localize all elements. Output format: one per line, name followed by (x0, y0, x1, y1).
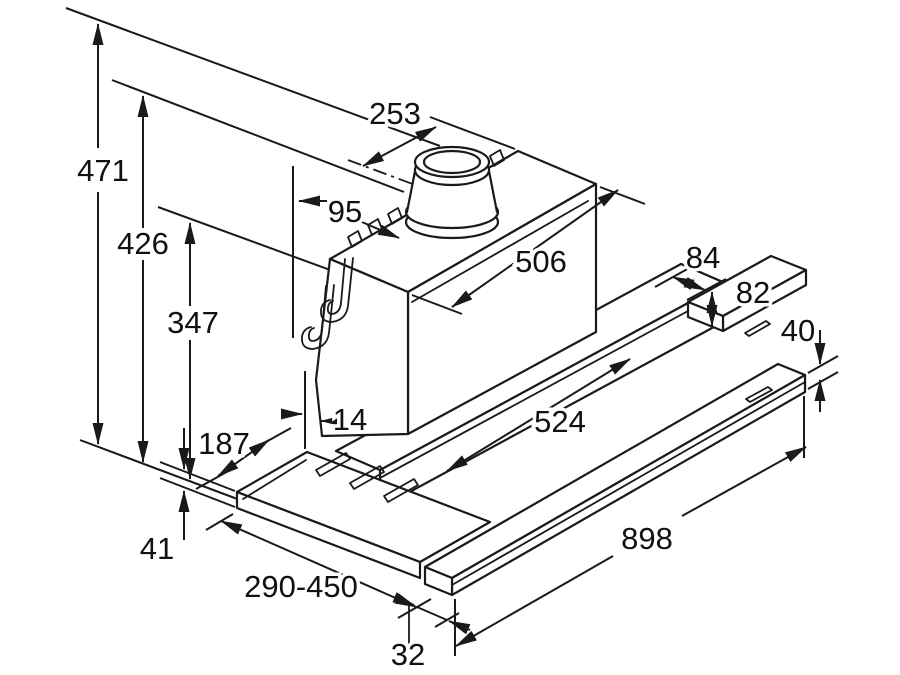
ext-506-left (411, 294, 463, 315)
bracket-slot (744, 320, 771, 337)
wall-clip-3 (387, 207, 403, 225)
mounting-bracket (686, 254, 808, 337)
ref-line-ceiling (65, 7, 441, 147)
ext-40-top (807, 355, 839, 374)
dim-506-line (451, 189, 619, 308)
dim-253-line (362, 126, 437, 167)
dim-label-898: 898 (621, 521, 673, 556)
wall-hook-1-inner (326, 258, 346, 315)
frame-seam (451, 381, 806, 586)
ext-41-top (159, 461, 236, 492)
dim-label-95: 95 (328, 194, 362, 229)
dim-label-253: 253 (369, 96, 421, 131)
frame-left-end (423, 565, 454, 597)
dim-label-347: 347 (167, 305, 219, 340)
dim-label-187: 187 (198, 426, 250, 461)
dim-95-right-arrow (354, 218, 400, 239)
dim-898-right-seg (681, 446, 807, 517)
dim-label-524: 524 (534, 404, 586, 439)
ext-41-bottom (159, 477, 236, 508)
dim-32-gap-line (416, 606, 448, 621)
wall-hook-2-inner (307, 285, 327, 342)
dim-label-14: 14 (333, 402, 367, 437)
dim-84-line (672, 276, 706, 291)
dim-290450-line (220, 520, 417, 608)
visor-bevel (242, 459, 307, 500)
visor-slat-2 (349, 465, 385, 490)
dim-label-32: 32 (391, 637, 425, 672)
dim-524-line (446, 358, 631, 472)
wall-clip-1 (347, 230, 363, 248)
ext-506-right (599, 186, 646, 205)
dim-label-41: 41 (140, 531, 174, 566)
frame-slot (745, 386, 773, 403)
dim-label-426: 426 (117, 226, 169, 261)
dim-label-506: 506 (515, 244, 567, 279)
ext-290450-left (205, 513, 234, 531)
duct-spigot (404, 145, 500, 240)
wall-hook-2-outer (301, 284, 335, 350)
dim-187-line (217, 439, 270, 477)
spigot-cone-left (405, 164, 418, 214)
dim-32-right-arrow (448, 620, 471, 635)
ext-253 (429, 116, 516, 150)
ext-290450-right (397, 598, 432, 619)
dim-label-84: 84 (686, 240, 720, 275)
ext-40-bottom (807, 371, 839, 390)
dim-label-82: 82 (736, 275, 770, 310)
dim-label-40: 40 (781, 313, 815, 348)
dimension-labels: 471 426 347 253 95 506 84 82 40 14 187 4… (74, 93, 819, 675)
visor-slat-3 (383, 478, 419, 503)
dim-898-left-seg (455, 555, 614, 647)
visor-slat-1 (315, 452, 351, 477)
ref-line-duct-level (111, 79, 405, 193)
dim-label-471: 471 (77, 153, 129, 188)
canopy-left-face (314, 257, 410, 438)
dimension-lines (159, 116, 839, 656)
wall-clip-4 (489, 149, 505, 167)
ext-84-front (686, 278, 727, 301)
dim-32-left-arrow (392, 592, 415, 606)
dim-label-290-450: 290-450 (244, 569, 358, 604)
